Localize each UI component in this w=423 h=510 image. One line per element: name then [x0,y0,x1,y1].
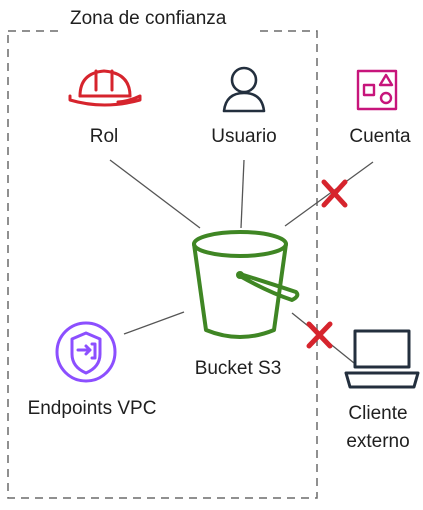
trust-zone-title: Zona de confianza [70,8,227,29]
cliente-label-line2: externo [346,431,410,452]
user-icon [222,66,266,113]
hard-hat-icon [68,69,142,107]
connector-usuario-bucket [240,159,245,229]
cliente-label: Cliente externo [338,400,418,456]
cliente-label-line1: Cliente [348,403,408,424]
laptop-icon [344,329,420,389]
deny-x-icon-cuenta [321,179,348,208]
endpoints-label: Endpoints VPC [27,398,157,419]
account-shapes-icon [356,69,398,111]
s3-bucket-rivet [236,271,244,279]
cuenta-label: Cuenta [349,126,411,147]
trust-zone-boundary [7,30,318,499]
connector-rol-bucket [109,159,201,229]
connector-cuenta-bucket [284,161,374,227]
bucket-label: Bucket S3 [194,358,282,379]
vpc-endpoint-icon [55,321,117,383]
s3-bucket-icon [192,230,300,339]
rol-label: Rol [89,126,119,147]
usuario-label: Usuario [211,126,277,147]
deny-x-icon-cliente [306,321,333,349]
connector-endpoints-bucket [123,311,185,335]
connector-lines [109,159,374,364]
